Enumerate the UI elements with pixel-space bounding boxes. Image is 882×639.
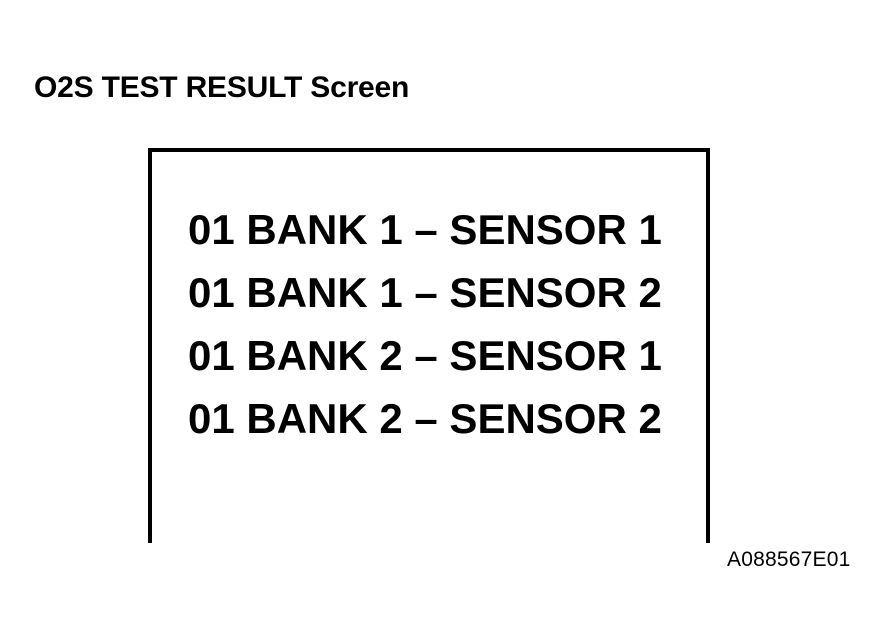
list-item[interactable]: 01 BANK 2 – SENSOR 1 <box>188 332 662 379</box>
page-title: O2S TEST RESULT Screen <box>34 71 410 104</box>
list-item[interactable]: 01 BANK 1 – SENSOR 1 <box>188 206 662 253</box>
list-item[interactable]: 01 BANK 2 – SENSOR 2 <box>188 395 662 442</box>
o2s-test-result-list: 01 BANK 1 – SENSOR 1 01 BANK 1 – SENSOR … <box>188 198 706 450</box>
scan-tool-screen-frame: 01 BANK 1 – SENSOR 1 01 BANK 1 – SENSOR … <box>148 148 710 543</box>
drawing-reference-number: A088567E01 <box>727 548 851 571</box>
list-item[interactable]: 01 BANK 1 – SENSOR 2 <box>188 269 662 316</box>
